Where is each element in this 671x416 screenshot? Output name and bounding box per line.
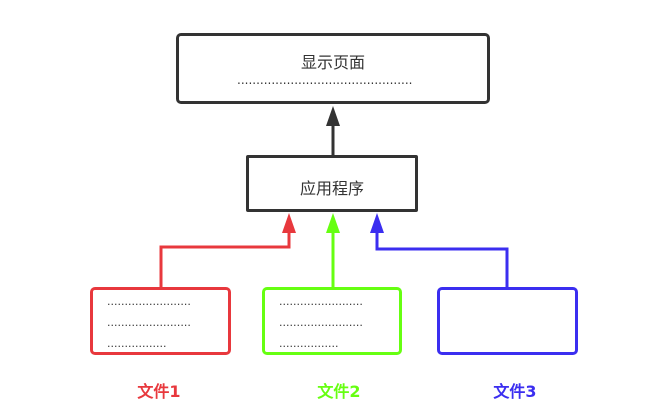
application-title: 应用程序 xyxy=(299,179,364,198)
file2-box: ........................ ...............… xyxy=(262,287,402,355)
file2-line-3: ................. xyxy=(279,337,339,350)
file2-line-2: ........................ xyxy=(279,316,363,329)
display-page-title: 显示页面 xyxy=(300,53,365,72)
arrowhead-file3 xyxy=(370,213,384,233)
file3-caption: 文件3 xyxy=(493,382,537,401)
arrowhead-file1 xyxy=(282,213,296,233)
file3-box xyxy=(437,287,578,355)
file2-line-1: ........................ xyxy=(279,295,363,308)
display-page-box: 显示页面 ...................................… xyxy=(176,33,490,104)
file2-caption: 文件2 xyxy=(317,382,361,401)
application-box: 应用程序 xyxy=(246,155,418,212)
arrowhead-file2 xyxy=(326,213,340,233)
file1-line-1: ........................ xyxy=(107,295,191,308)
file1-box: ........................ ...............… xyxy=(90,287,231,355)
arrowhead-display xyxy=(326,106,340,126)
arrow-file1-to-app xyxy=(159,232,291,287)
display-page-dots: ........................................… xyxy=(237,73,413,87)
file1-line-2: ........................ xyxy=(107,316,191,329)
arrow-file3-to-app xyxy=(375,232,509,287)
file1-line-3: ................. xyxy=(107,337,167,350)
file1-caption: 文件1 xyxy=(137,382,181,401)
